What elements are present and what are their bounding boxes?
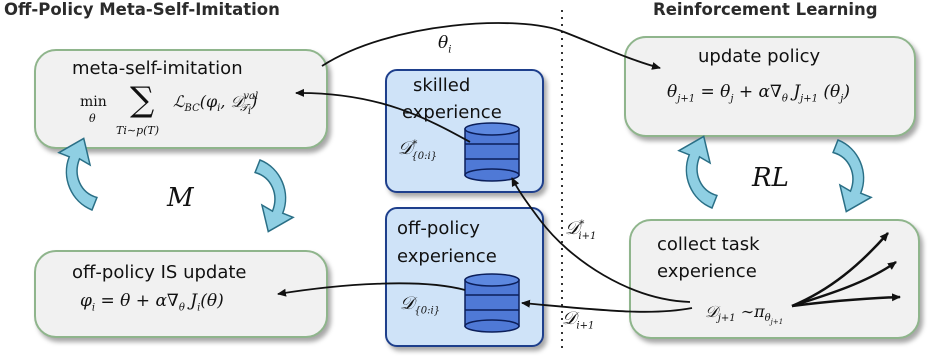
meta-self-imitation-label: meta-self-imitation: [72, 58, 243, 79]
meta-self-imitation-box: [34, 49, 328, 149]
collect-to-offpolicy-arrow: [521, 299, 693, 313]
collect-to-skilled-arrow: [511, 177, 691, 303]
rl-loop-label: RL: [752, 163, 789, 193]
is-update-formula: φi = θ + α∇θ Ji(θ): [80, 291, 224, 314]
skilled-db-symbol: 𝒟*{0:i}: [398, 138, 438, 162]
min-variable: θ: [89, 112, 96, 125]
skilled-label-2: experience: [402, 102, 502, 123]
offpolicy-database-icon: [464, 273, 520, 333]
min-op-text: min: [80, 94, 107, 110]
offpolicy-db-symbol: 𝒟{0:i}: [400, 293, 441, 317]
right-title: Reinforcement Learning: [653, 0, 878, 19]
meta-loop-right-arrow: [253, 156, 295, 233]
d-edge-label: 𝒟i+1: [562, 308, 595, 332]
policy-update-formula: θj+1 = θj + α∇θ Jj+1 (θj): [667, 82, 851, 105]
meta-loop-label: M: [167, 183, 194, 213]
bc-loss-formula: ℒBC(φi, 𝒟val𝒯i): [173, 90, 259, 118]
update-policy-label: update policy: [698, 46, 821, 67]
off-policy-exp-label-1: off-policy: [397, 218, 480, 239]
sum-op-text: ∑: [130, 80, 155, 120]
d-star-edge-label: 𝒟*i+1: [565, 218, 597, 242]
rl-loop-right-arrow: [831, 136, 873, 213]
sum-sub-text: Ti∼p(T): [116, 124, 160, 137]
min-var-text: θ: [89, 112, 96, 125]
left-title: Off-Policy Meta-Self-Imitation: [4, 0, 280, 19]
min-operator: min: [80, 94, 107, 110]
offpolicy-to-isupdate-arrow: [277, 282, 466, 297]
collect-formula: 𝒟j+1 ∼πθj+1: [705, 302, 784, 327]
collect-task-experience-box: [629, 219, 920, 339]
skilled-database-icon: [464, 122, 520, 182]
theta-i-arrow: [321, 22, 661, 70]
theta-i-edge-label: θi: [438, 33, 452, 56]
collect-task-label-1: collect task: [657, 234, 760, 255]
update-policy-box: [624, 36, 916, 137]
sum-subscript: Ti∼p(T): [116, 124, 159, 137]
off-policy-is-update-label: off-policy IS update: [72, 262, 247, 283]
meta-loop-left-arrow: [57, 137, 99, 214]
sum-operator: ∑: [130, 80, 154, 120]
rollout-arrows: [791, 232, 901, 308]
skilled-to-imitation-arrow: [295, 88, 471, 143]
off-policy-exp-label-2: experience: [397, 246, 497, 267]
rl-loop-left-arrow: [677, 135, 719, 212]
skilled-label-1: skilled: [413, 75, 471, 96]
collect-task-label-2: experience: [657, 261, 757, 282]
